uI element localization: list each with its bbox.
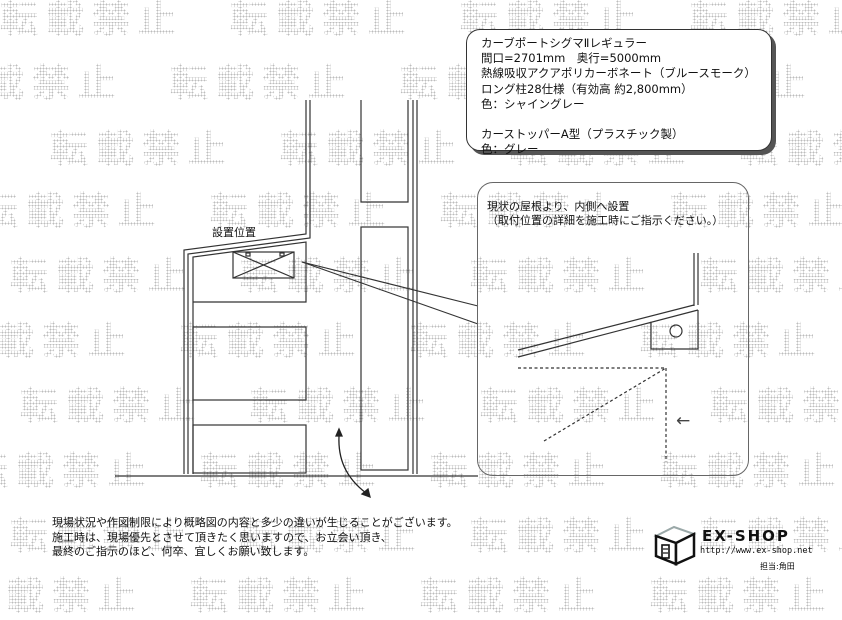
note-line: 現場状況や作図制限により概略図の内容と多少の違いが生じることがございます。 xyxy=(52,516,458,529)
spec-carstopper: カーストッパーA型（プラスチック製） xyxy=(481,127,684,142)
install-position-label: 設置位置 xyxy=(212,226,256,239)
spec-carstopper-color: 色：グレー xyxy=(481,142,539,157)
site-plan-drawing xyxy=(115,100,699,499)
detail-note: 現状の屋根より、内側へ設置 （取付位置の詳細を施工時にご指示ください。） xyxy=(487,200,723,228)
detail-note-line2: （取付位置の詳細を施工時にご指示ください。） xyxy=(487,214,724,227)
disclaimer-notes: 現場状況や作図制限により概略図の内容と多少の違いが生じることがございます。 施工… xyxy=(52,516,458,560)
parking-slot-1 xyxy=(192,326,307,401)
spec-box: カーブポートシグマⅡレギュラー 間口=2701mm 奥行=5000mm 熱線吸収… xyxy=(466,29,772,156)
right-column xyxy=(360,100,418,474)
direction-arrow-icon: ← xyxy=(676,411,691,431)
spec-roof-panel: 熱線吸収アクアポリカーボネート（ブルースモーク） xyxy=(481,66,756,81)
spec-product: カーブポートシグマⅡレギュラー xyxy=(481,36,647,50)
detail-roof-section xyxy=(517,253,699,358)
note-line: 最終のご指示のほど、何卒、宜しくお願い致します。 xyxy=(52,545,315,558)
detail-box xyxy=(477,182,749,476)
spec-dimensions: 間口=2701mm 奥行=5000mm xyxy=(481,51,662,66)
parking-slot-2 xyxy=(192,424,307,474)
spec-color: 色：シャイングレー xyxy=(481,96,585,111)
brand-url[interactable]: http://www.ex-shop.net xyxy=(700,546,813,556)
ex-shop-logo-icon xyxy=(653,525,697,566)
detail-note-line1: 現状の屋根より、内側へ設置 xyxy=(487,200,630,213)
note-line: 施工時は、現場優先とさせて頂きたく思いますので、お立会い頂き、 xyxy=(52,530,392,544)
spec-post: ロング柱28仕様（有効高 約2,800mm） xyxy=(481,81,693,96)
entry-arrow-icon xyxy=(335,427,371,499)
install-position-marker xyxy=(232,251,295,279)
carstopper-dashed-outline xyxy=(518,367,667,462)
detail-leader-lines xyxy=(301,261,479,325)
carport-outline xyxy=(183,100,311,474)
representative: 担当:角田 xyxy=(760,562,795,571)
brand-name: EX-SHOP xyxy=(702,527,790,545)
